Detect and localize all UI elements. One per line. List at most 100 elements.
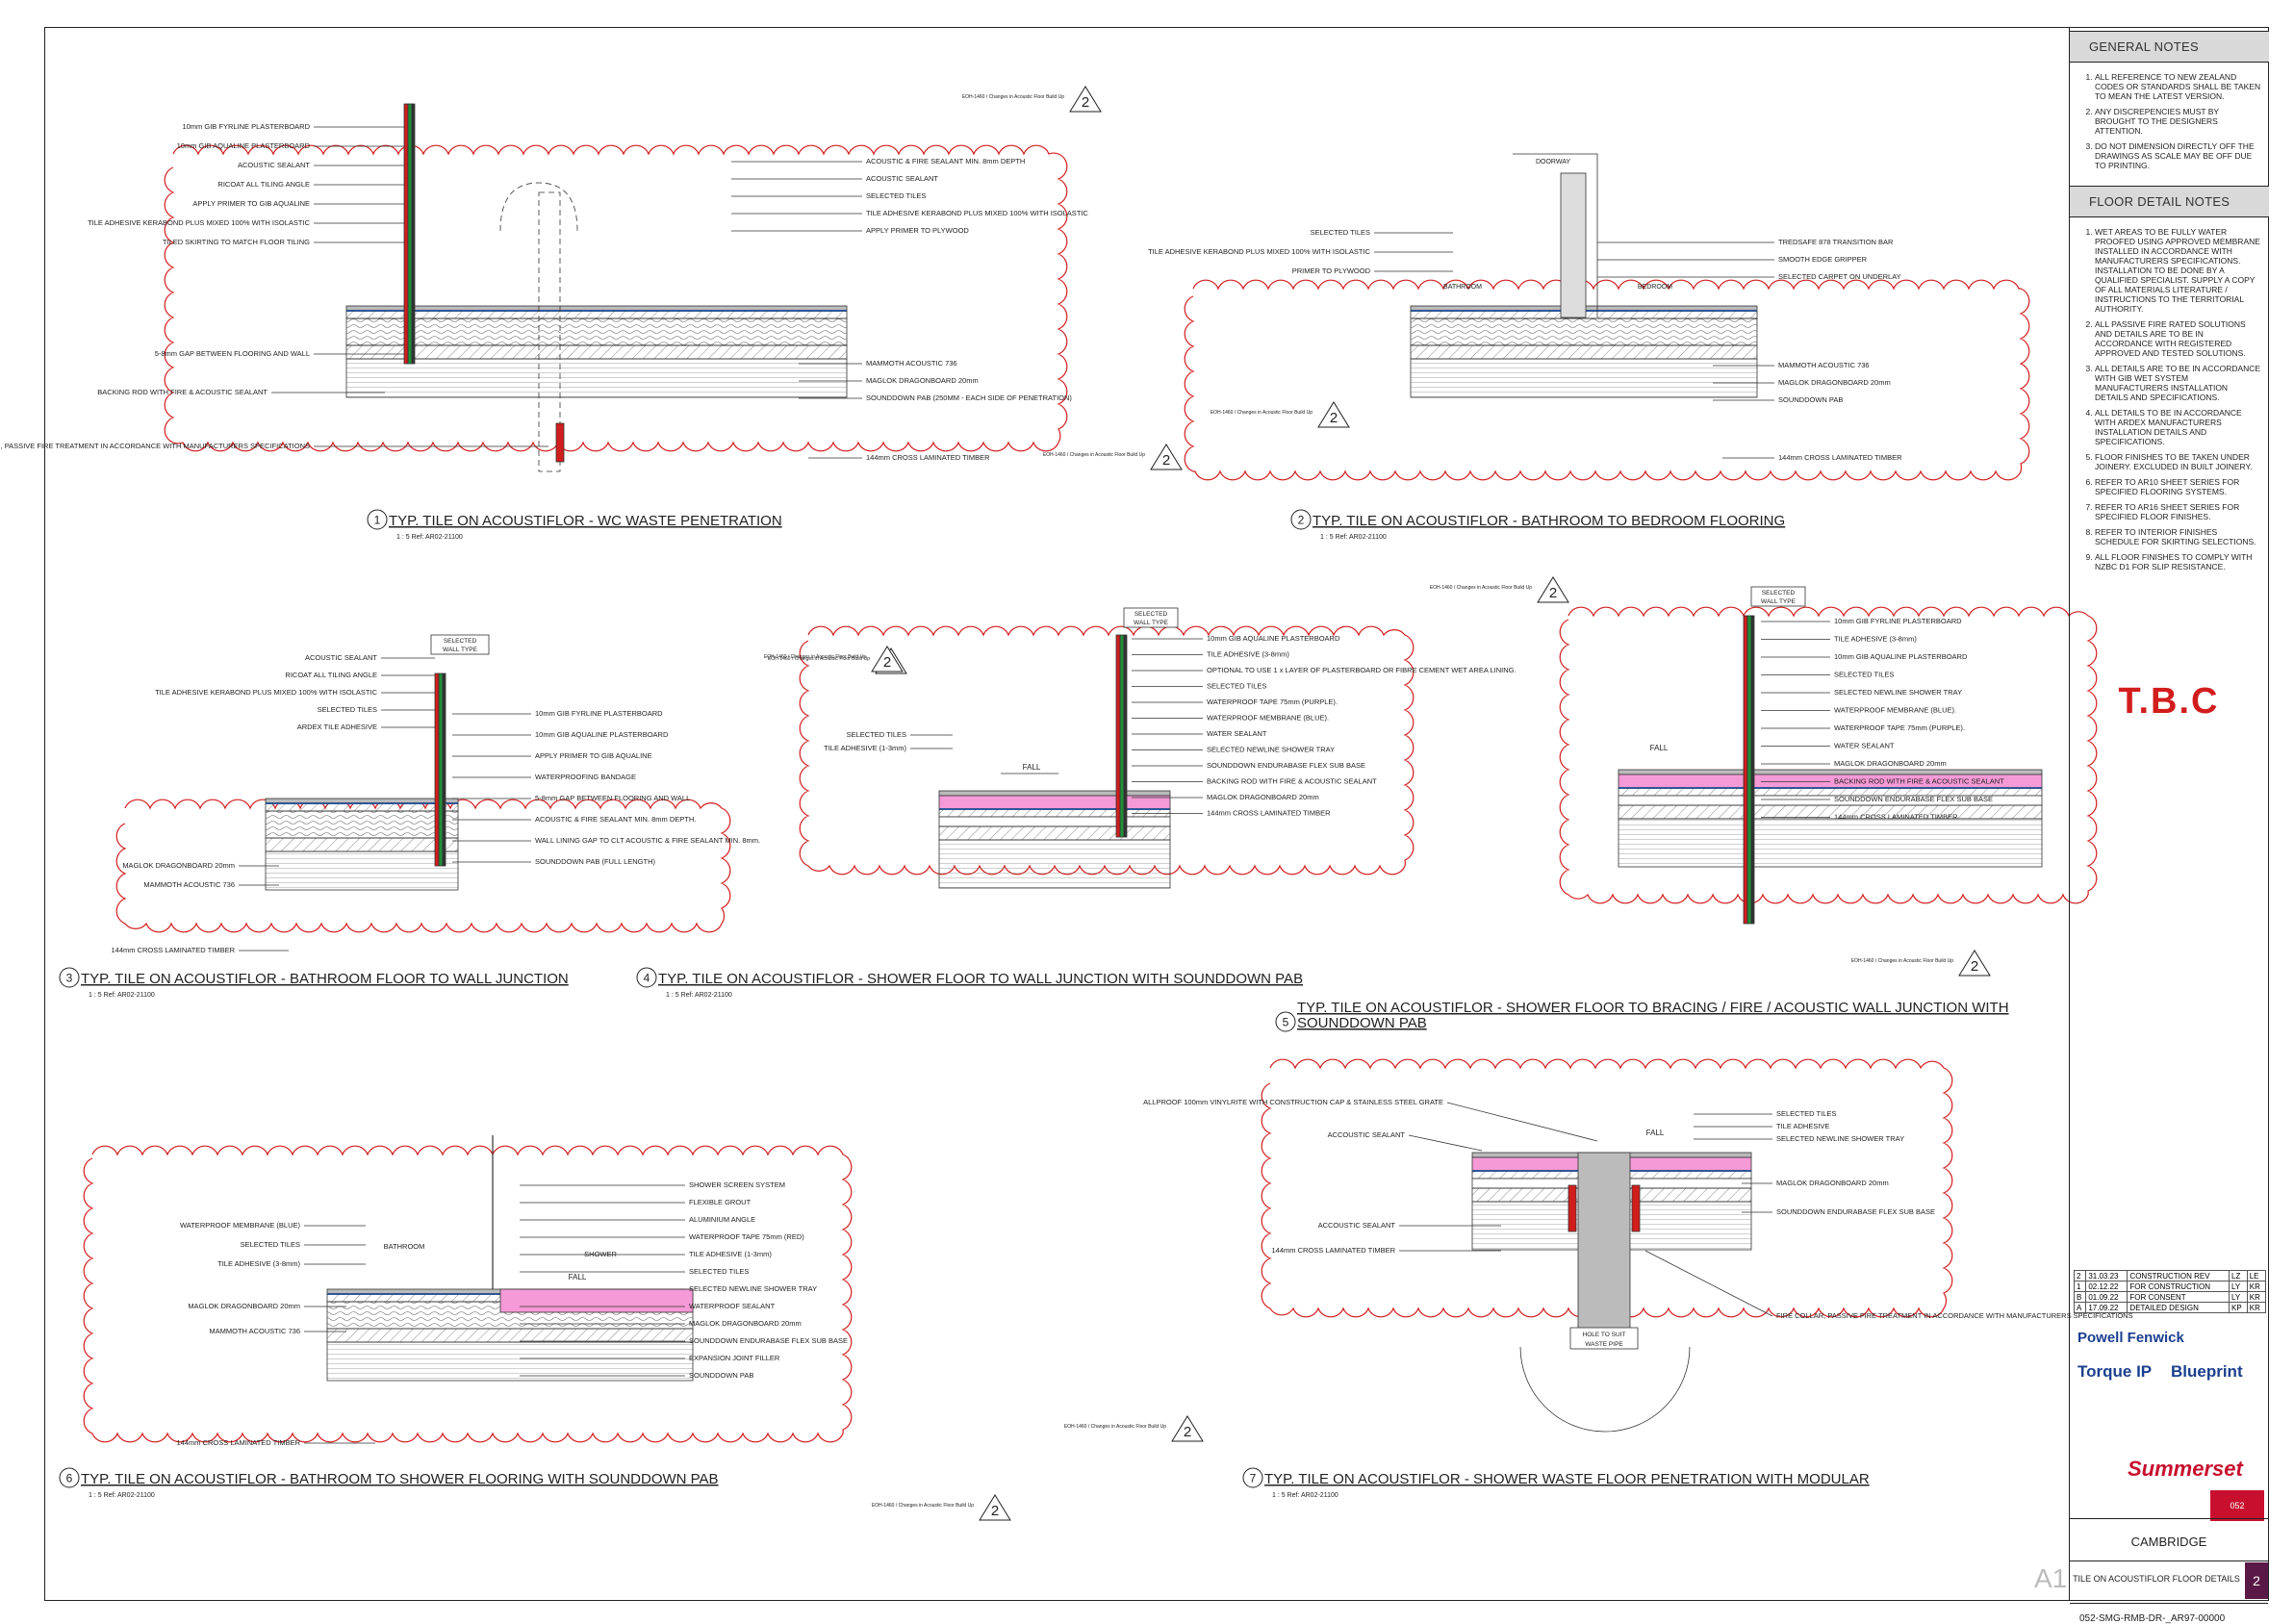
revision-triangle [1317, 401, 1350, 428]
blueprint-logo: Blueprint [2171, 1362, 2243, 1381]
sounddown-pab [1618, 804, 2043, 820]
callout-label: ARDEX TILE ADHESIVE [297, 723, 377, 731]
revision-ref: EOH-1460 / Changes in Acoustic Floor Bui… [962, 94, 1064, 100]
fall-label: FALL [569, 1273, 587, 1281]
callout-label: MAMMOTH ACOUSTIC 736 [209, 1327, 300, 1335]
detail-number-circle [59, 967, 80, 988]
drawing-border [44, 27, 2269, 1601]
callout-label: ACOUSTIC SEALANT [305, 653, 377, 662]
detail-title: TYP. TILE ON ACOUSTIFLOR - SHOWER FLOOR … [658, 971, 1303, 987]
callout-label: 10mm GIB AQUALINE PLASTERBOARD [535, 730, 669, 739]
wc-waste-pipe [538, 191, 561, 472]
detail-title: TYP. TILE ON ACOUSTIFLOR - WC WASTE PENE… [389, 513, 782, 529]
room-label: BEDROOM [1638, 284, 1672, 291]
floor-note: REFER TO AR10 SHEET SERIES FOR SPECIFIED… [2095, 477, 2261, 496]
dragonboard [938, 816, 1171, 827]
detail-number-circle [636, 967, 657, 988]
waste-pipe [1577, 1152, 1631, 1346]
callout-label: ACCOUSTIC SEALANT [1328, 1130, 1406, 1139]
detail-number: 4 [644, 972, 650, 985]
callout-label: BACKING ROD WITH FIRE & ACOUSTIC SEALANT [1207, 777, 1377, 786]
detail5-cloud [1559, 606, 2098, 904]
fall-label: FALL [1646, 1129, 1665, 1137]
callout-label: TILE ADHESIVE KERABOND PLUS MIXED 100% W… [88, 218, 310, 227]
detail2-cloud [1184, 279, 2030, 481]
floor-notes: WET AREAS TO BE FULLY WATER PROOFED USIN… [2070, 217, 2269, 587]
floor-notes-heading: FLOOR DETAIL NOTES [2070, 186, 2269, 217]
callout-label: WATERPROOF MEMBRANE (BLUE) [180, 1221, 301, 1230]
hole-to-suit-tag [1569, 1327, 1639, 1350]
callout-label: SOUNDDOWN PAB [689, 1371, 753, 1380]
detail4-wall-lining [1123, 634, 1128, 838]
callout-label: SELECTED TILES [1776, 1109, 1836, 1118]
fire-collar [1631, 1184, 1641, 1232]
pipe-label: WASTE PIPE [1585, 1341, 1623, 1348]
callout-label: TILE ADHESIVE (1-3mm) [824, 744, 906, 752]
detail1-cloud [164, 144, 1068, 452]
project-number: 052 [2210, 1490, 2264, 1521]
sub-base [938, 808, 1171, 818]
callout-label: MAGLOK DRAGONBOARD 20mm [1776, 1179, 1889, 1187]
callout-label: TILE ADHESIVE (3-8mm) [1834, 635, 1917, 644]
callout-label: SELECTED TILES [318, 705, 377, 714]
callout-label: MAGLOK DRAGONBOARD 20mm [689, 1319, 802, 1328]
cross-laminated-timber [938, 839, 1171, 889]
callout-label: SELECTED CARPET ON UNDERLAY [1778, 272, 1901, 281]
detail-scale: 1 : 5 Ref: AR02-21100 [1320, 534, 1387, 541]
mammoth-acoustic [265, 810, 459, 839]
callout-label: 10mm GIB AQUALINE PLASTERBOARD [1834, 652, 1968, 661]
callout-label: BACKING ROD WITH FIRE & ACOUSTIC SEALANT [1834, 777, 2004, 786]
callout-label: FIRE COLLAR, PASSIVE FIRE TREATMENT IN A… [0, 442, 310, 450]
sounddown-pab [326, 1328, 694, 1343]
callout-label: SOUNDDOWN ENDURABASE FLEX SUB BASE [1834, 795, 1993, 803]
callout-label: ALLPROOF 100mm VINYLRITE WITH CONSTRUCTI… [1143, 1098, 1443, 1106]
powell-fenwick-logo: Powell Fenwick [2077, 1330, 2184, 1346]
callout-label: SOUNDDOWN ENDURABASE FLEX SUB BASE [1207, 761, 1365, 770]
detail-title: TYP. TILE ON ACOUSTIFLOR - SHOWER WASTE … [1264, 1471, 1870, 1487]
callout-label: ACCOUSTIC SEALANT [1318, 1221, 1396, 1230]
detail6-cloud [83, 1145, 853, 1443]
callout-label: MAMMOTH ACOUSTIC 736 [1778, 361, 1870, 369]
detail1-wall-fyrline [403, 103, 409, 365]
callout-label: WATERPROOF MEMBRANE (BLUE). [1834, 706, 1956, 715]
revision-number: 2 [883, 654, 891, 671]
drawing-number: 052-SMG-RMB-DR-_AR97-00000 [2079, 1613, 2226, 1624]
callout-label: MAGLOK DRAGONBOARD 20mm [866, 376, 979, 385]
pipe-bend [1519, 1346, 1691, 1433]
wall-type-tag: WALL TYPE [443, 647, 478, 653]
revision-ref: EOH-1460 / Changes in Acoustic Floor Bui… [1430, 585, 1532, 591]
room-label: DOORWAY [1536, 159, 1570, 165]
detail-number-circle [1242, 1467, 1263, 1488]
callout-label: WATERPROOFING BANDAGE [535, 773, 636, 781]
leader-line [1644, 1250, 1773, 1317]
callout-label: SOUNDDOWN PAB [1778, 395, 1843, 404]
floor-note: WET AREAS TO BE FULLY WATER PROOFED USIN… [2095, 227, 2261, 314]
callout-label: TILE ADHESIVE (1-3mm) [689, 1250, 772, 1258]
detail-number: 5 [1283, 1016, 1289, 1029]
callout-label: WATER SEALANT [1834, 742, 1895, 750]
revision-triangle [871, 646, 904, 672]
callout-label: FLEXIBLE GROUT [689, 1198, 752, 1206]
revision-ref: EOH-1460 / Changes in Acoustic Floor Bui… [1043, 452, 1145, 458]
revision-ref: EOH-1460 / Changes in Acoustic Floor Bui… [872, 1503, 974, 1509]
revision-triangle [1171, 1415, 1204, 1442]
callout-label: TILE ADHESIVE KERABOND PLUS MIXED 100% W… [155, 688, 377, 697]
callout-label: ACOUSTIC SEALANT [866, 174, 938, 183]
revision-ref: EOH-1460 / Changes in Acoustic Floor Bui… [1851, 958, 1953, 964]
callout-label: 10mm GIB AQUALINE PLASTERBOARD [1207, 634, 1340, 643]
detail-scale: 1 : 5 Ref: AR02-21100 [666, 992, 732, 999]
revision-number: 2 [1330, 410, 1338, 426]
callout-label: SELECTED TILES [1834, 671, 1894, 679]
general-notes: ALL REFERENCE TO NEW ZEALAND CODES OR ST… [2070, 63, 2269, 186]
callout-label: PRIMER TO PLYWOOD [1292, 266, 1371, 275]
dragonboard [345, 310, 848, 319]
cross-laminated-timber [345, 358, 848, 398]
callout-label: APPLY PRIMER TO GIB AQUALINE [192, 199, 310, 208]
revision-triangle [979, 1494, 1011, 1521]
callout-label: SOUNDDOWN PAB (250MM - EACH SIDE OF PENE… [866, 393, 1072, 402]
general-notes-heading: GENERAL NOTES [2070, 31, 2269, 63]
detail4-wall-fyrline [1115, 634, 1121, 838]
